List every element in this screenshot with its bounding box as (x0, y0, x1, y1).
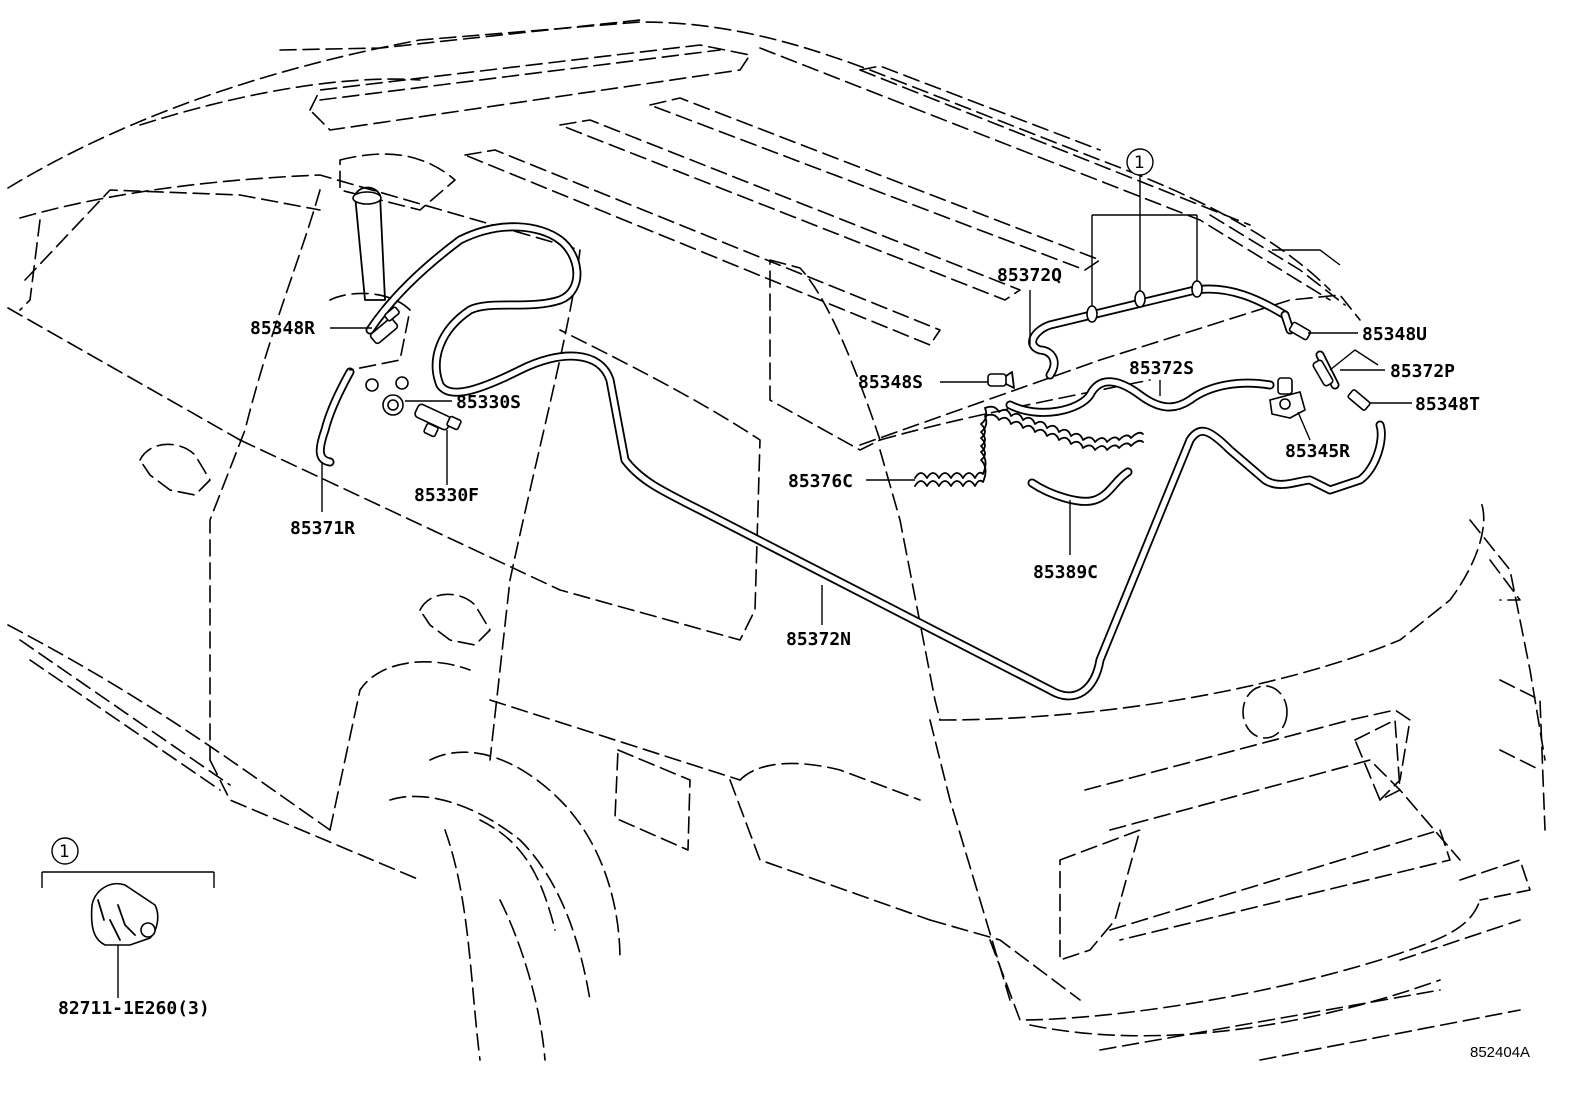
callout-1-bracket: 1 (1091, 148, 1198, 306)
washer-hoses (315, 222, 1386, 701)
label-85348S: 85348S (858, 372, 923, 393)
label-85372N: 85372N (786, 629, 851, 650)
connector-85348U-icon (1288, 321, 1312, 341)
label-85389C: 85389C (1033, 562, 1098, 583)
coiled-hose (914, 405, 1144, 487)
label-85372P: 85372P (1390, 361, 1455, 382)
connector-85348T-icon (1347, 389, 1371, 411)
nozzle-85345R-icon (1269, 377, 1306, 419)
label-85371R: 85371R (290, 518, 355, 539)
label-85345R: 85345R (1285, 441, 1350, 462)
connector-85348R-icon (369, 306, 400, 345)
components (90, 186, 1371, 946)
label-85372Q: 85372Q (997, 265, 1062, 286)
label-85330F: 85330F (414, 485, 479, 506)
legend-callout-1: 1 (41, 837, 215, 998)
label-85372S: 85372S (1129, 358, 1194, 379)
label-85348T: 85348T (1415, 394, 1480, 415)
pump-85330F-icon (414, 403, 462, 438)
vehicle-outline (7, 19, 1546, 1061)
label-82711-1E260: 82711-1E260(3) (58, 998, 210, 1019)
leader-lines (321, 249, 1412, 625)
tube-85372P-icon (1312, 359, 1334, 387)
joint-85348S-icon (987, 371, 1015, 389)
clamp-82711-icon (90, 883, 159, 946)
part-labels: 85348R 85330S 85330F 85371R 85372Q 85372… (58, 265, 1480, 1019)
callout-1-number: 1 (1134, 153, 1145, 173)
label-85348U: 85348U (1362, 324, 1427, 345)
label-85330S: 85330S (456, 392, 521, 413)
legend-callout-number: 1 (59, 842, 70, 862)
diagram-id: 852404A (1470, 1044, 1530, 1061)
reservoir-neck-icon (329, 186, 411, 392)
label-85348R: 85348R (250, 318, 315, 339)
grommet-85330S-icon (382, 394, 404, 416)
label-85376C: 85376C (788, 471, 853, 492)
